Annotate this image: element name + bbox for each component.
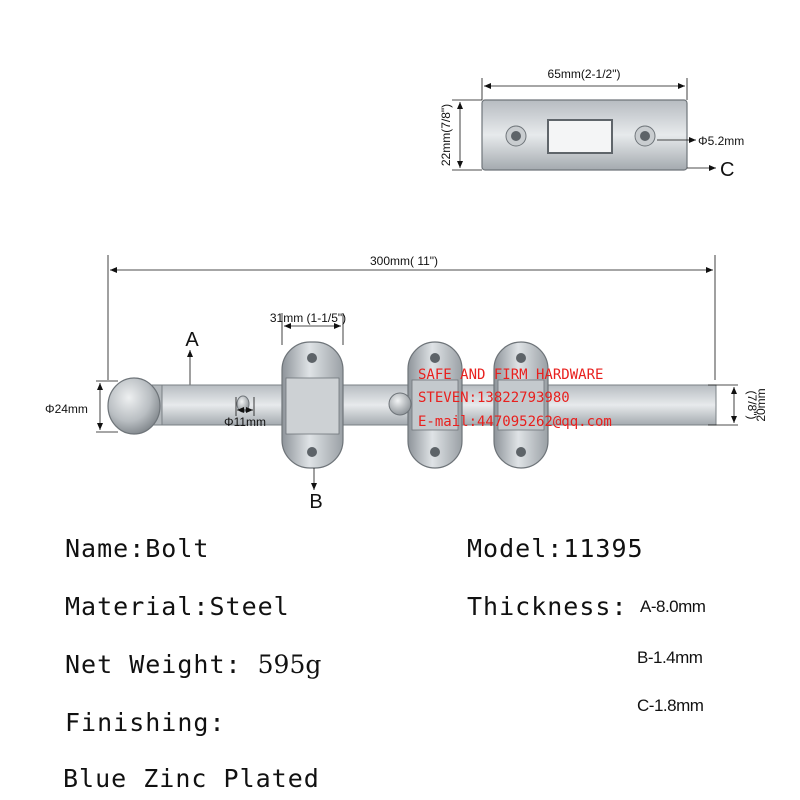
spec-thickness-label: Thickness: bbox=[467, 592, 628, 621]
screw-hole-icon bbox=[430, 447, 440, 457]
keeper-bracket-2 bbox=[493, 341, 549, 469]
plate-width-label: 65mm(2-1/2") bbox=[548, 67, 621, 81]
screw-hole-icon bbox=[516, 353, 526, 363]
spec-model: Model:11395 bbox=[467, 536, 644, 561]
spec-model-value: 11395 bbox=[563, 534, 644, 563]
spec-model-label: Model: bbox=[467, 534, 564, 563]
bolt-end-label-mm: 20mm bbox=[754, 388, 768, 421]
bracket-width-label: 31mm (1-1/5") bbox=[270, 311, 346, 325]
hole-diameter-label: Φ5.2mm bbox=[698, 134, 744, 148]
stud-diameter-label: Φ11mm bbox=[224, 415, 266, 429]
spec-weight-label: Net Weight: bbox=[65, 650, 242, 679]
screw-hole-icon bbox=[307, 353, 317, 363]
screw-hole-icon bbox=[307, 447, 317, 457]
watermark-phone: STEVEN:13822793980 bbox=[418, 390, 570, 406]
spec-thickness-c: C-1.8mm bbox=[637, 696, 704, 715]
callout-b: B bbox=[309, 491, 322, 513]
strike-slot bbox=[547, 119, 613, 154]
bolt-length-label: 300mm( 11") bbox=[370, 254, 438, 268]
screw-hole-icon bbox=[430, 353, 440, 363]
spec-thickness-b: B-1.4mm bbox=[637, 648, 703, 667]
keeper-bracket-1 bbox=[407, 341, 463, 469]
spec-finishing-value: Blue Zinc Plated bbox=[63, 764, 320, 793]
knob-diameter-label: Φ24mm bbox=[45, 402, 88, 416]
callout-a: A bbox=[185, 329, 199, 351]
watermark-company: SAFE AND FIRM HARDWARE bbox=[418, 367, 603, 383]
main-bracket bbox=[281, 341, 344, 469]
watermark-email: E-mail:447095262@qq.com bbox=[418, 414, 612, 430]
bolt-end-label-inch: (7/8") bbox=[745, 391, 759, 420]
bolt-knob bbox=[107, 377, 163, 435]
spec-finishing-label: Finishing: bbox=[65, 708, 226, 737]
spec-thickness-a: A-8.0mm bbox=[640, 597, 706, 616]
strike-plate bbox=[481, 99, 688, 171]
callout-c: C bbox=[720, 159, 734, 181]
spec-weight-value: 595g bbox=[257, 650, 322, 679]
spec-name: Name:Bolt bbox=[65, 534, 210, 563]
spec-material: Material:Steel bbox=[65, 592, 290, 621]
stop-stud-icon bbox=[388, 392, 412, 416]
screw-hole-icon bbox=[516, 447, 526, 457]
plate-height-label: 22mm(7/8") bbox=[439, 104, 453, 166]
spec-weight: Net Weight: 595g bbox=[65, 652, 321, 677]
